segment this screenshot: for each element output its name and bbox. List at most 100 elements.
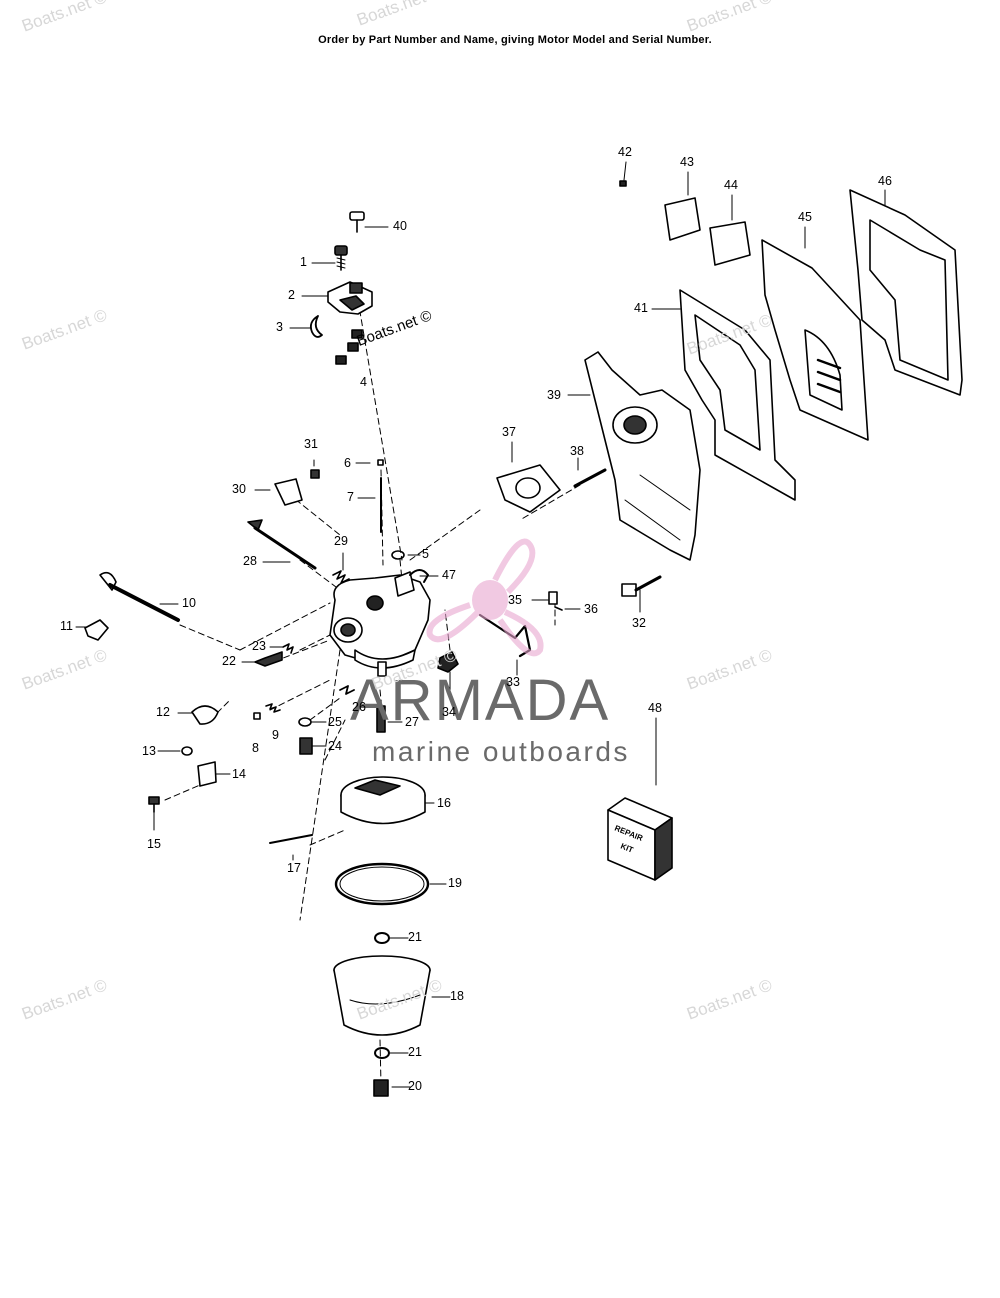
callout-6: 6 <box>344 456 351 470</box>
callout-36: 36 <box>584 602 598 616</box>
callout-31: 31 <box>304 437 318 451</box>
callout-35: 35 <box>508 593 522 607</box>
part-24-plug <box>299 737 313 755</box>
callout-46: 46 <box>878 174 892 188</box>
part-12-float-arm <box>191 705 219 725</box>
part-46-gasket <box>849 189 963 396</box>
callout-30: 30 <box>232 482 246 496</box>
callout-21-lower: 21 <box>408 1045 422 1059</box>
part-21-washer-lower <box>374 1047 390 1059</box>
callout-41: 41 <box>634 301 648 315</box>
part-31-screw <box>310 469 320 479</box>
callout-2: 2 <box>288 288 295 302</box>
part-38-stud <box>573 468 607 488</box>
logo-subtitle: marine outboards <box>372 736 630 767</box>
part-43-reed-stop <box>664 197 701 241</box>
part-16-float <box>340 776 426 825</box>
part-37-gasket <box>496 464 561 513</box>
callout-43: 43 <box>680 155 694 169</box>
callout-8: 8 <box>252 741 259 755</box>
callout-37: 37 <box>502 425 516 439</box>
callout-27: 27 <box>405 715 419 729</box>
callout-9: 9 <box>272 728 279 742</box>
callout-47: 47 <box>442 568 456 582</box>
part-41-gasket <box>679 289 796 501</box>
callout-15: 15 <box>147 837 161 851</box>
callout-39: 39 <box>547 388 561 402</box>
order-instruction: Order by Part Number and Name, giving Mo… <box>318 34 712 46</box>
part-11-lever <box>84 619 109 641</box>
callout-21-upper: 21 <box>408 930 422 944</box>
callout-34: 34 <box>442 705 456 719</box>
callout-5: 5 <box>422 547 429 561</box>
part-15-screw <box>148 796 160 813</box>
part-28-shaft <box>247 519 317 570</box>
callout-48: 48 <box>648 701 662 715</box>
part-44-reed <box>709 221 751 266</box>
part-20-plug <box>373 1079 389 1097</box>
callout-18: 18 <box>450 989 464 1003</box>
part-47-lever <box>409 569 429 583</box>
part-18-bowl <box>333 955 431 1036</box>
callout-22: 22 <box>222 654 236 668</box>
assembly-lines <box>164 299 581 1086</box>
part-30-plate <box>274 478 303 506</box>
part-22-needle <box>254 651 283 667</box>
part-4-nuts <box>335 329 363 365</box>
callout-16: 16 <box>437 796 451 810</box>
part-35-pin <box>548 591 558 605</box>
part-17-pin <box>269 834 313 844</box>
callout-26: 26 <box>352 700 366 714</box>
part-21-washer-upper <box>374 932 390 944</box>
part-19-gasket <box>334 862 430 906</box>
part-26-spring <box>339 685 355 695</box>
propeller-icon <box>426 538 544 657</box>
part-6-pin <box>377 459 384 466</box>
leader-lines <box>75 161 886 1088</box>
part-3-clip <box>309 315 323 338</box>
callout-13: 13 <box>142 744 156 758</box>
carburetor-body <box>329 571 431 677</box>
callout-32: 32 <box>632 616 646 630</box>
part-40-screw <box>349 211 365 233</box>
callout-1: 1 <box>300 255 307 269</box>
logo-title: ARMADA <box>350 668 611 733</box>
callout-17: 17 <box>287 861 301 875</box>
callout-24: 24 <box>328 739 342 753</box>
callout-14: 14 <box>232 767 246 781</box>
part-32-bolt <box>621 575 662 597</box>
callout-19: 19 <box>448 876 462 890</box>
part-1-screw <box>334 245 348 271</box>
part-9-spring <box>265 703 281 713</box>
callout-40: 40 <box>393 219 407 233</box>
part-10-shaft <box>99 571 180 622</box>
callout-38: 38 <box>570 444 584 458</box>
part-2-bracket <box>327 281 373 315</box>
callout-4: 4 <box>360 375 367 389</box>
part-13-washer <box>181 746 193 756</box>
part-14-float <box>197 761 217 787</box>
part-34-nut <box>437 651 459 673</box>
callout-10: 10 <box>182 596 196 610</box>
part-5-oring <box>391 550 405 560</box>
part-39-manifold <box>584 351 701 561</box>
callout-23: 23 <box>252 639 266 653</box>
part-36-pin <box>554 606 563 611</box>
part-27-jet <box>376 705 386 733</box>
callout-12: 12 <box>156 705 170 719</box>
callout-45: 45 <box>798 210 812 224</box>
callout-33: 33 <box>506 675 520 689</box>
callout-44: 44 <box>724 178 738 192</box>
callout-29: 29 <box>334 534 348 548</box>
callout-7: 7 <box>347 490 354 504</box>
callout-25: 25 <box>328 715 342 729</box>
callout-42: 42 <box>618 145 632 159</box>
part-45-reed-plate <box>761 239 869 441</box>
callout-11: 11 <box>60 619 73 633</box>
callout-28: 28 <box>243 554 257 568</box>
part-23-spring <box>282 643 294 654</box>
part-42-screw <box>619 180 627 187</box>
callout-3: 3 <box>276 320 283 334</box>
